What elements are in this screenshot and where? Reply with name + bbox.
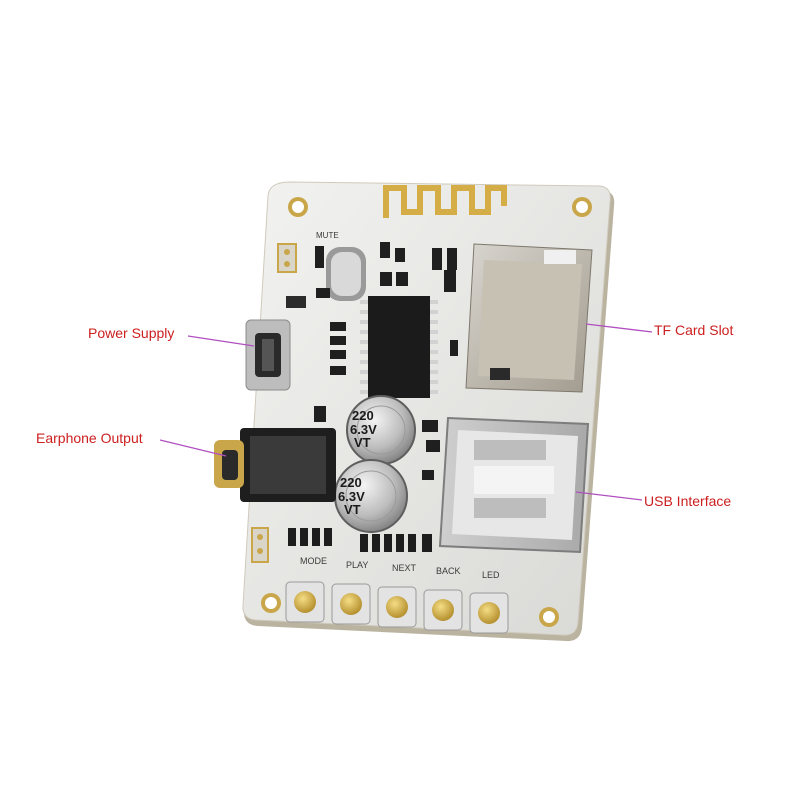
mode-button-label: MODE	[300, 556, 327, 566]
led-button	[469, 592, 509, 634]
tf-card-slot-leader	[585, 323, 653, 333]
tf-card-slot-component	[465, 243, 593, 393]
next-button	[377, 586, 417, 628]
cap2-value-text: 220	[340, 475, 362, 490]
usb-a-port-component	[438, 416, 590, 554]
callout-leader-lines	[159, 323, 653, 501]
mute-label: MUTE	[316, 231, 339, 240]
audio-jack-component	[214, 428, 336, 502]
led-button-label: LED	[482, 570, 500, 580]
mounting-holes	[261, 197, 592, 627]
pcb-antenna	[383, 185, 507, 218]
power-supply-label: Power Supply	[88, 325, 175, 341]
usb-interface-leader	[575, 491, 643, 501]
mode-button	[285, 581, 325, 623]
back-button	[423, 589, 463, 631]
next-button-label: NEXT	[392, 563, 417, 573]
cap2-voltage-text: 6.3V	[338, 489, 365, 504]
header-pads-top-left	[277, 243, 297, 273]
usb-interface-label: USB Interface	[644, 493, 732, 509]
cap1-mark-text: VT	[354, 435, 371, 450]
tf-card-slot-label: TF Card Slot	[654, 322, 734, 338]
power-supply-leader	[187, 335, 255, 347]
cap1-value-text: 220	[352, 408, 374, 423]
earphone-output-leader	[159, 439, 227, 457]
earphone-output-label: Earphone Output	[36, 430, 143, 446]
header-pads-bottom-left	[251, 527, 269, 563]
crystal-oscillator	[326, 247, 366, 301]
micro-usb-power-port	[245, 319, 291, 391]
tactile-buttons	[285, 581, 509, 634]
resistor-row	[288, 528, 432, 552]
play-button-label: PLAY	[346, 560, 368, 570]
play-button	[331, 583, 371, 625]
cap1-voltage-text: 6.3V	[350, 422, 377, 437]
back-button-label: BACK	[436, 566, 461, 576]
main-ic-chip	[360, 296, 438, 398]
cap2-mark-text: VT	[344, 502, 361, 517]
smd-components	[286, 242, 458, 480]
